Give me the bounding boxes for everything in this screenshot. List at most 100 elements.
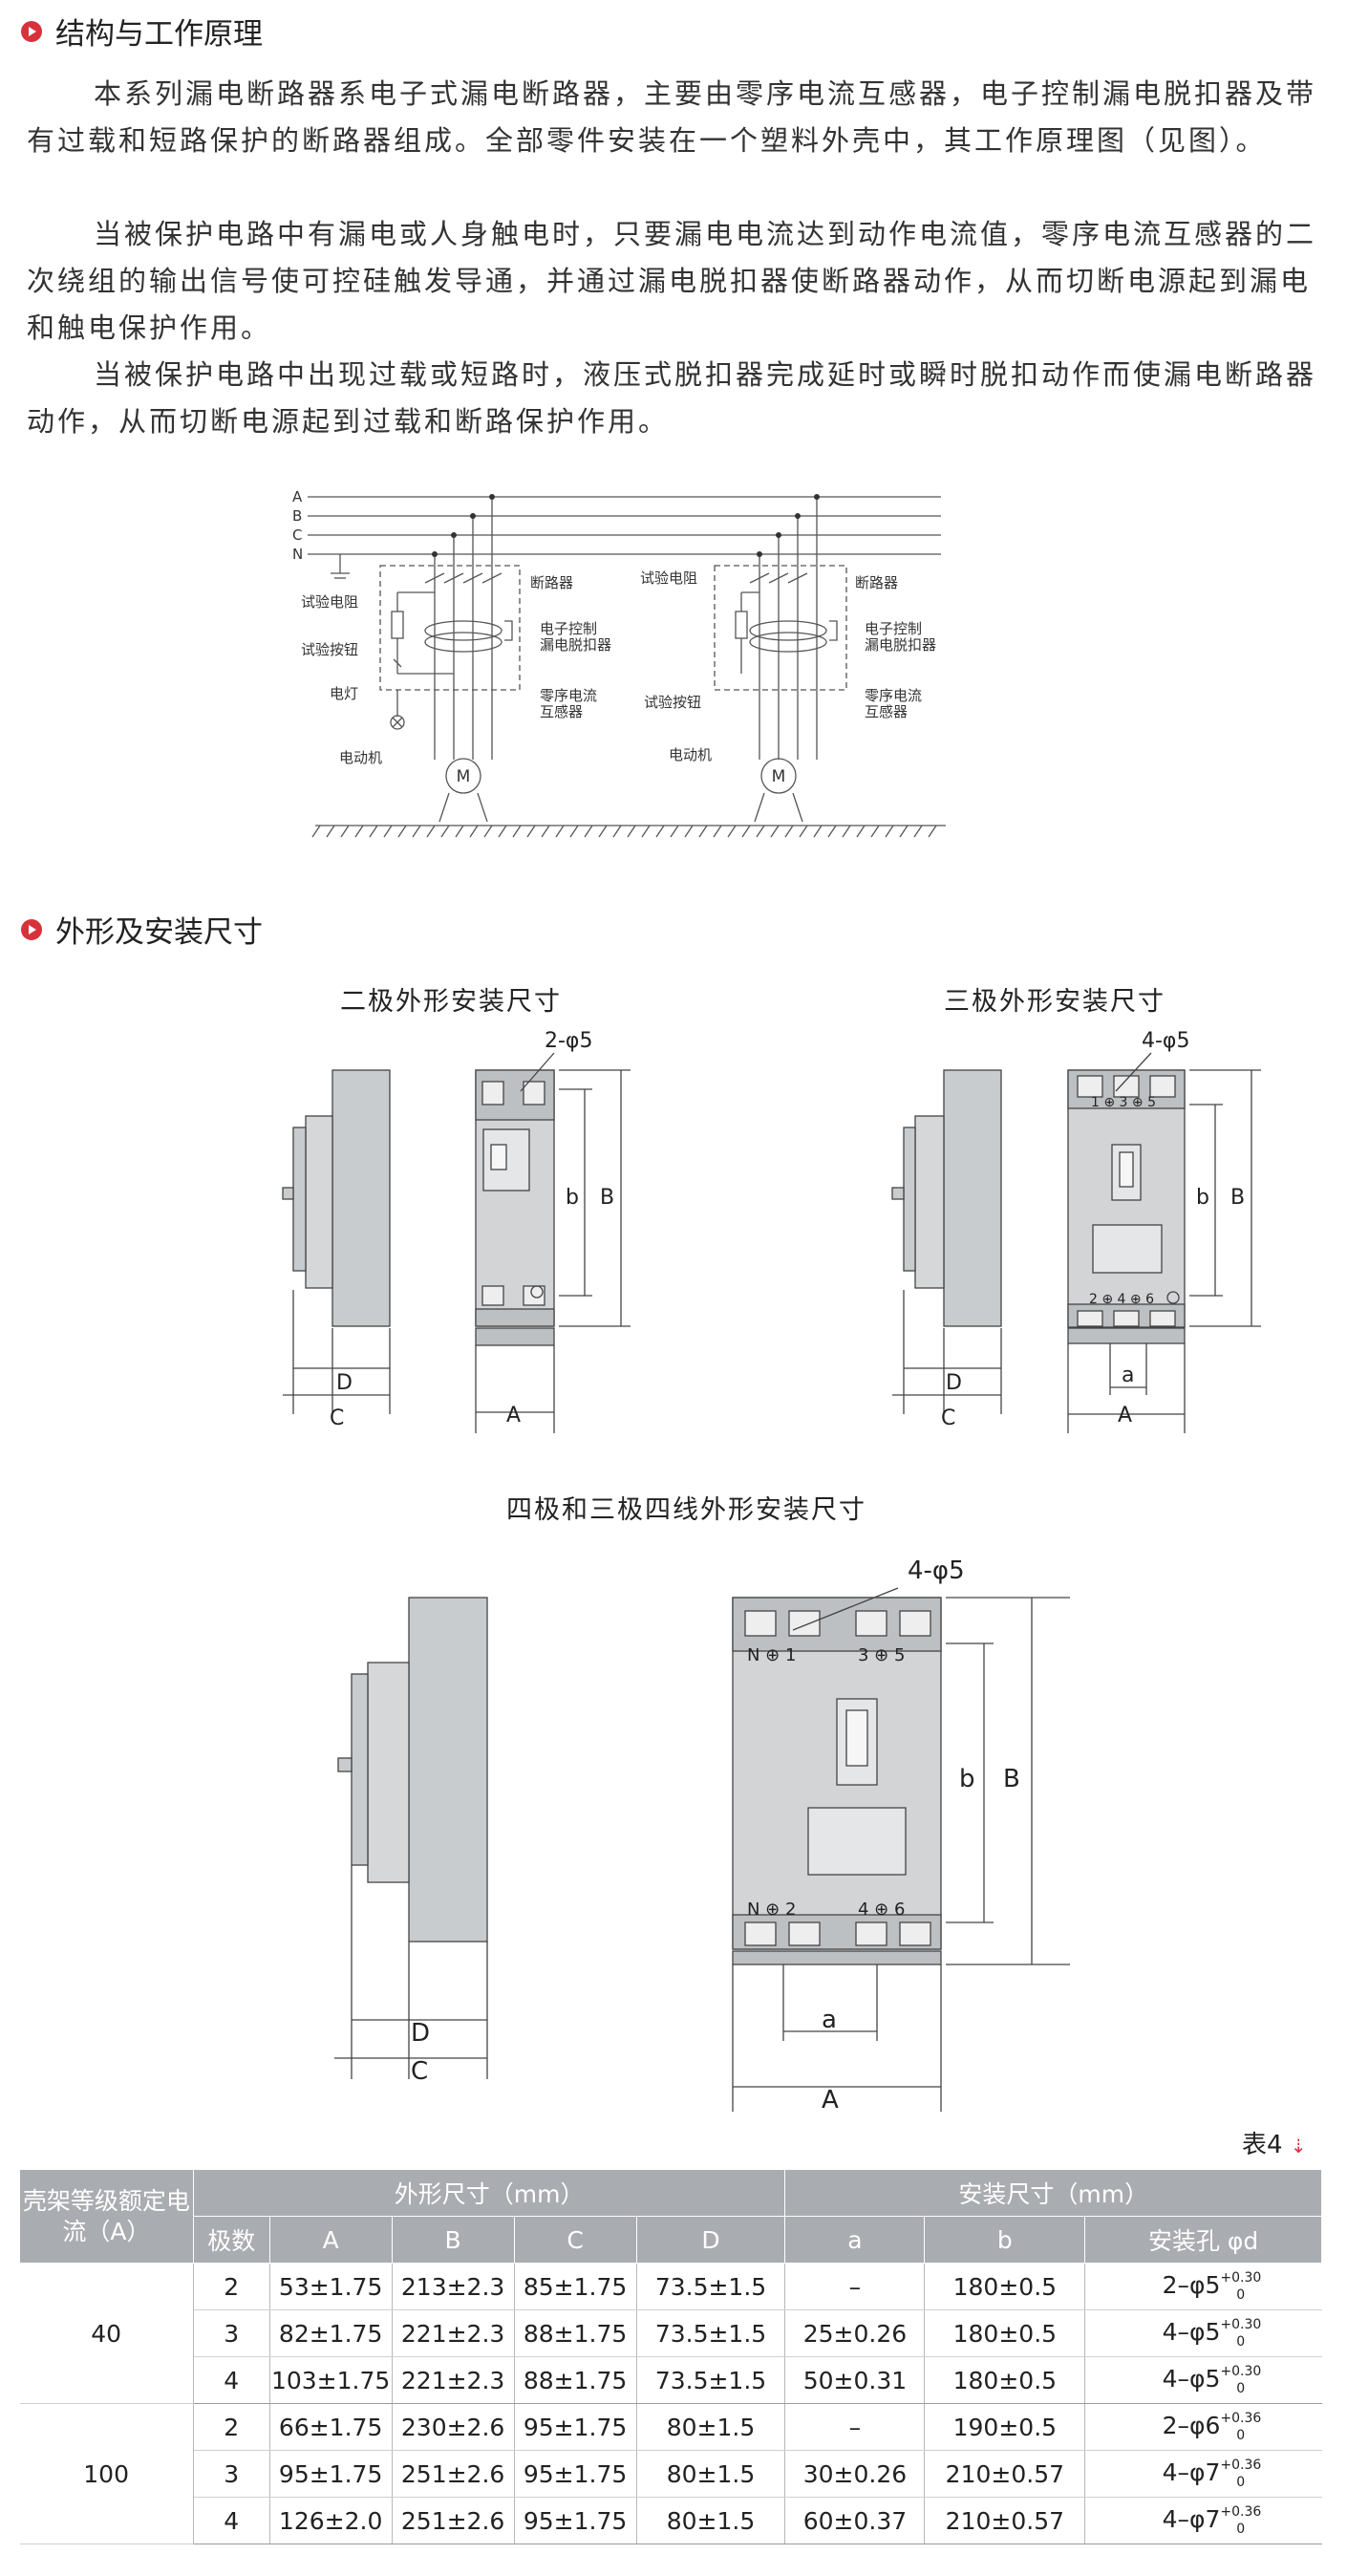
four-pole-dim-b-small: b [959, 1765, 975, 1793]
hole-tolerance-lower: 0 [1236, 2334, 1246, 2350]
two-pole-dim-a: A [506, 1404, 521, 1428]
right-ct-label-2: 互感器 [865, 703, 908, 720]
hole-tolerance-lower: 0 [1236, 2522, 1246, 2537]
dimension-drawings: D C A b B 2-φ5 D C A a b B 4-φ5 D C A a … [282, 1029, 1261, 2112]
four-pole-dim-c: C [411, 2057, 428, 2086]
four-pole-bottom-right-terminals: 4 ⊕ 6 [858, 1900, 905, 1920]
left-breaker-label: 断路器 [530, 574, 573, 591]
header-b-lower: b [924, 2216, 1086, 2264]
hole-tolerance-upper: +0.36 [1220, 2411, 1262, 2426]
hole-tolerance-lower: 0 [1236, 2381, 1246, 2396]
two-pole-dim-d: D [336, 1371, 353, 1395]
left-ct-label-1: 零序电流 [540, 687, 597, 704]
section-title: 结构与工作原理 [55, 17, 263, 52]
b-cell: 251±2.6 [392, 2497, 515, 2544]
b-small-cell: 210±0.57 [924, 2450, 1086, 2498]
hole-cell: 4–φ7+0.36 0 [1084, 2450, 1322, 2498]
line-label-n: N [292, 546, 303, 563]
three-pole-dim-a-small: a [1122, 1363, 1134, 1387]
frame-cell: 100 [19, 2403, 194, 2544]
hole-cell: 4–φ5+0.300 [1084, 2309, 1322, 2357]
table-row: 4 126±2.0 251±2.6 95±1.75 80±1.5 60±0.37… [20, 2497, 1322, 2544]
line-label-a: A [292, 488, 303, 505]
a-cell: 66±1.75 [269, 2403, 393, 2451]
hole-tolerance-upper: +0.36 [1220, 2458, 1262, 2473]
hole-value: 2–φ5 [1162, 2271, 1221, 2299]
header-a-upper: A [268, 2216, 393, 2264]
hole-value: 2–φ6 [1162, 2412, 1221, 2439]
c-cell: 88±1.75 [514, 2356, 637, 2404]
poles-cell: 4 [193, 2356, 270, 2404]
four-pole-top-left-terminals: N ⊕ 1 [747, 1645, 796, 1665]
four-pole-holes: 4-φ5 [908, 1556, 965, 1585]
four-pole-dim-b-large: B [1003, 1765, 1020, 1793]
hole-tolerance-upper: +0.30 [1220, 2364, 1262, 2379]
right-breaker-label: 断路器 [855, 574, 898, 591]
header-c: C [513, 2216, 637, 2264]
three-pole-bottom-terminals: 2 ⊕ 4 ⊕ 6 [1089, 1292, 1154, 1307]
four-pole-dim-a-small: a [822, 2006, 837, 2034]
b-cell: 251±2.6 [392, 2450, 515, 2498]
d-cell: 73.5±1.5 [636, 2356, 786, 2404]
a-small-cell: – [784, 2403, 926, 2451]
two-pole-dim-c: C [330, 1406, 344, 1430]
b-small-cell: 210±0.57 [924, 2497, 1086, 2544]
hole-tolerance-lower: 0 [1236, 2287, 1246, 2303]
poles-cell: 3 [193, 2450, 270, 2498]
left-ct-label-2: 互感器 [540, 703, 583, 720]
three-pole-dim-b-large: B [1230, 1186, 1245, 1210]
hole-cell: 4–φ5+0.300 [1084, 2356, 1322, 2404]
hole-value: 4–φ7 [1162, 2505, 1221, 2533]
d-cell: 80±1.5 [636, 2450, 786, 2498]
header-d: D [635, 2216, 786, 2264]
three-pole-dim-d: D [946, 1371, 962, 1395]
table-row: 3 82±1.75 221±2.3 88±1.75 73.5±1.5 25±0.… [20, 2309, 1322, 2357]
three-pole-title: 三极外形安装尺寸 [944, 987, 1165, 1017]
left-motor-label: 电动机 [339, 749, 382, 766]
three-pole-dim-a-large: A [1118, 1404, 1132, 1428]
b-cell: 221±2.3 [392, 2356, 515, 2404]
four-pole-dim-a-large: A [822, 2086, 839, 2112]
table-row: 3 95±1.75 251±2.6 95±1.75 80±1.5 30±0.26… [20, 2450, 1322, 2498]
right-motor-symbol: M [772, 767, 786, 786]
header-frame-current: 壳架等级额定电流（A） [19, 2169, 194, 2264]
c-cell: 95±1.75 [514, 2403, 637, 2451]
left-test-button-label: 试验按钮 [301, 641, 358, 658]
hole-tolerance-upper: +0.30 [1220, 2317, 1262, 2332]
bullet-icon [21, 918, 42, 940]
header-install-dimensions: 安装尺寸（mm） [784, 2169, 1322, 2217]
table-row: 100 2 66±1.75 230±2.6 95±1.75 80±1.5 – 1… [19, 2403, 1322, 2544]
poles-cell: 2 [193, 2403, 270, 2451]
a-cell: 53±1.75 [269, 2263, 393, 2310]
a-small-cell: 30±0.26 [784, 2450, 926, 2498]
left-test-resistor-label: 试验电阻 [301, 593, 358, 611]
b-small-cell: 180±0.5 [924, 2309, 1086, 2357]
paragraph-2: 当被保护电路中有漏电或人身触电时，只要漏电电流达到动作电流值，零序电流互感器的二… [27, 218, 1317, 344]
paragraph-1: 本系列漏电断路器系电子式漏电断路器，主要由零序电流互感器，电子控制漏电脱扣器及带… [27, 77, 1317, 157]
hole-tolerance-lower: 0 [1236, 2475, 1246, 2490]
header-hole: 安装孔 φd [1084, 2216, 1322, 2264]
header-outer-dimensions: 外形尺寸（mm） [192, 2169, 786, 2217]
three-pole-holes: 4-φ5 [1142, 1029, 1189, 1053]
right-ectrl-label-1: 电子控制 [865, 620, 922, 637]
section-title: 外形及安装尺寸 [55, 915, 263, 950]
table-row: 40 2 53±1.75 213±2.3 85±1.75 73.5±1.5 – … [19, 2263, 1322, 2404]
three-pole-top-terminals: 1 ⊕ 3 ⊕ 5 [1091, 1095, 1156, 1110]
four-pole-title: 四极和三极四线外形安装尺寸 [506, 1495, 866, 1525]
b-small-cell: 180±0.5 [924, 2356, 1086, 2404]
line-label-b: B [292, 507, 302, 525]
right-motor-label: 电动机 [669, 746, 712, 763]
hole-value: 4–φ7 [1162, 2458, 1221, 2486]
hole-tolerance-upper: +0.30 [1220, 2270, 1262, 2286]
d-cell: 80±1.5 [636, 2403, 786, 2451]
two-pole-holes: 2-φ5 [545, 1029, 592, 1053]
paragraph-3: 当被保护电路中出现过载或短路时，液压式脱扣器完成延时或瞬时脱扣动作而使漏电断路器… [27, 358, 1317, 438]
d-cell: 73.5±1.5 [636, 2309, 786, 2357]
table-label: 表4 ⇣ [1242, 2125, 1307, 2160]
b-small-cell: 190±0.5 [924, 2403, 1086, 2451]
d-cell: 73.5±1.5 [636, 2263, 786, 2310]
a-small-cell: – [784, 2263, 926, 2310]
hole-tolerance-upper: +0.36 [1220, 2504, 1262, 2520]
bullet-icon [21, 20, 42, 42]
left-ectrl-label-2: 漏电脱扣器 [540, 636, 611, 654]
